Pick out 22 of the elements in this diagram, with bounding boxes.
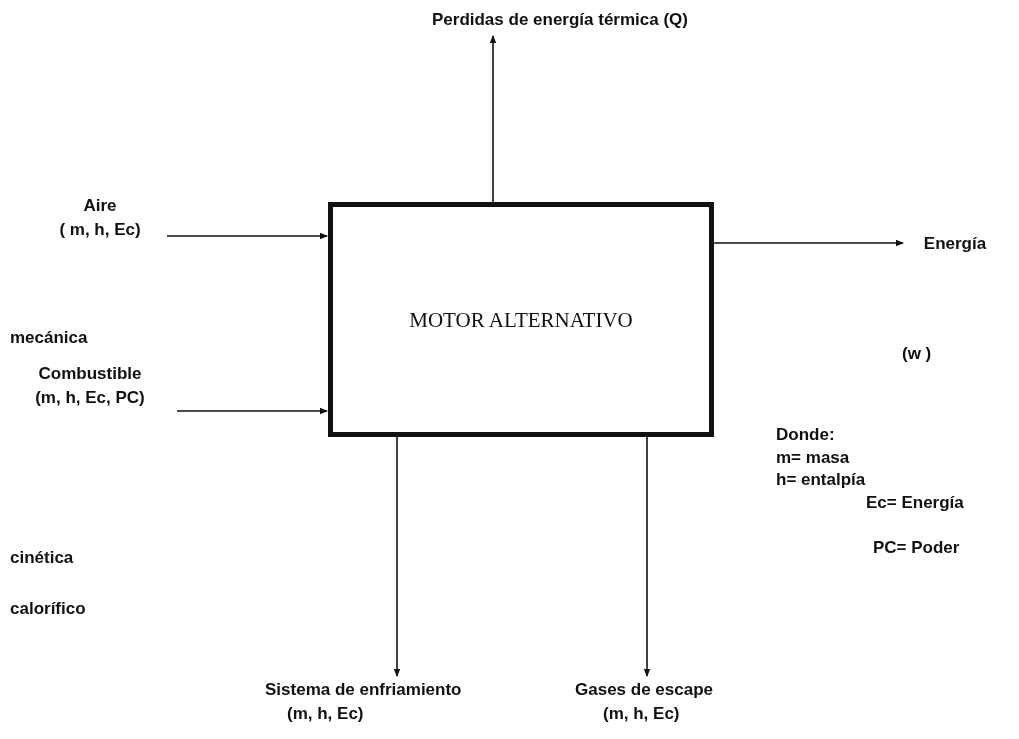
note-text: (w ) — [902, 343, 932, 365]
process-box: MOTOR ALTERNATIVO — [328, 202, 714, 437]
arrow — [643, 436, 651, 677]
note-text: mecánica — [10, 327, 88, 349]
note-text: calorífico — [10, 598, 86, 620]
flow-label: Aire ( m, h, Ec) — [35, 194, 165, 246]
note-text: h= entalpía — [776, 469, 866, 491]
note-text: Donde: — [776, 424, 835, 446]
note-text: m= masa — [776, 447, 850, 469]
arrow — [176, 407, 328, 415]
flow-label: Perdidas de energía térmica (Q) — [380, 8, 740, 34]
flow-label: Sistema de enfriamiento (m, h, Ec) — [265, 678, 505, 730]
note-text: PC= Poder — [873, 537, 960, 559]
arrow — [489, 35, 497, 203]
note-text: cinética — [10, 547, 74, 569]
flow-label: Energía — [905, 232, 1005, 256]
arrow — [393, 436, 401, 677]
note-text: Ec= Energía — [866, 492, 964, 514]
arrow — [166, 232, 328, 240]
arrow — [713, 239, 904, 247]
flow-label: Combustible (m, h, Ec, PC) — [5, 362, 175, 414]
flow-label: Gases de escape (m, h, Ec) — [575, 678, 725, 730]
